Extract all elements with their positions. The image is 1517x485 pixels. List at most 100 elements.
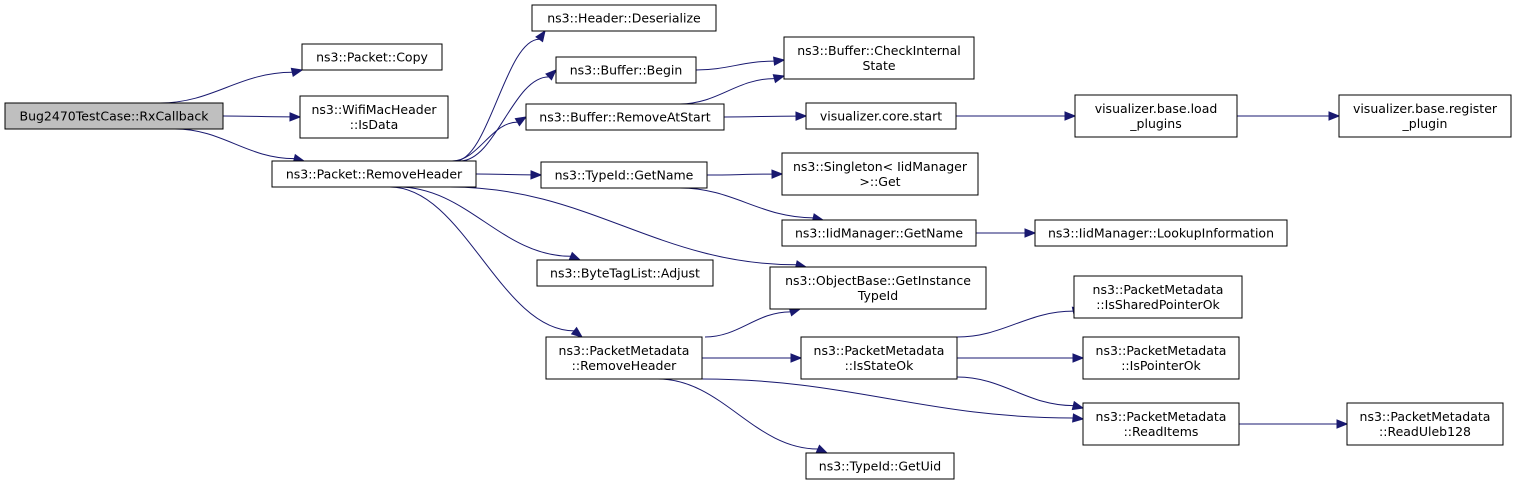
node-label: ::IsSharedPointerOk (1096, 297, 1220, 312)
edge-getname-to-singget (706, 169, 784, 179)
edge-arrowhead (815, 444, 829, 454)
graph-node-copy[interactable]: ns3::Packet::Copy (301, 43, 443, 71)
graph-node-regplug[interactable]: visualizer.base.register_plugin (1338, 94, 1512, 138)
graph-node-singget[interactable]: ns3::Singleton< IidManager>::Get (781, 152, 979, 196)
graph-node-deser[interactable]: ns3::Header::Deserialize (531, 4, 717, 32)
node-box (1074, 94, 1238, 138)
graph-node-shared[interactable]: ns3::PacketMetadata::IsSharedPointerOk (1073, 275, 1243, 319)
node-box (805, 452, 955, 480)
graph-node-remstart[interactable]: ns3::Buffer::RemoveAtStart (525, 103, 725, 131)
edge-pktrem-to-remstart (451, 116, 528, 162)
edge-arrowhead (795, 111, 808, 121)
node-label: ::IsData (350, 117, 398, 132)
graph-node-rx[interactable]: Bug2470TestCase::RxCallback (4, 102, 224, 130)
node-label: ns3::Buffer::CheckInternal (797, 43, 961, 58)
graph-node-pmrem[interactable]: ns3::PacketMetadata::RemoveHeader (545, 336, 703, 380)
edge-line (459, 76, 549, 162)
edge-pktrem-to-begin (459, 69, 557, 162)
node-box (536, 259, 714, 287)
edge-line (451, 121, 518, 162)
node-box (1034, 219, 1288, 247)
node-label: ns3::PacketMetadata (1093, 282, 1224, 297)
graph-node-iidname[interactable]: ns3::IidManager::GetName (781, 219, 977, 247)
edge-arrowhead (771, 169, 784, 179)
node-label: ns3::IidManager::LookupInformation (1048, 226, 1274, 241)
node-label: >::Get (859, 174, 900, 189)
node-label: visualizer.core.start (820, 109, 942, 124)
edge-pktrem-to-deser (454, 29, 546, 162)
node-label: ns3::Packet::RemoveHeader (286, 167, 463, 182)
edge-line (679, 78, 775, 105)
graph-node-pktrem[interactable]: ns3::Packet::RemoveHeader (271, 160, 477, 188)
edge-isstate-to-readitems (956, 376, 1085, 411)
node-label: ns3::PacketMetadata (1096, 343, 1227, 358)
node-box (555, 56, 697, 84)
edge-line (956, 376, 1074, 407)
edge-iidname-to-lookup (976, 228, 1037, 238)
node-label: Bug2470TestCase::RxCallback (20, 109, 210, 124)
graph-node-isdata[interactable]: ns3::WifiMacHeader::IsData (299, 95, 449, 139)
edge-arrowhead (1072, 413, 1085, 423)
edge-line (389, 186, 575, 332)
node-label: _plugin (1402, 116, 1448, 131)
graph-node-lookup[interactable]: ns3::IidManager::LookupInformation (1034, 219, 1288, 247)
edge-arrowhead (1064, 111, 1077, 121)
node-label: ::ReadUleb128 (1379, 424, 1471, 439)
edge-line (723, 115, 797, 118)
node-label: ns3::Singleton< IidManager (793, 159, 968, 174)
edge-pmrem-to-getuid (657, 378, 829, 454)
graph-node-uleb[interactable]: ns3::PacketMetadata::ReadUleb128 (1346, 402, 1504, 446)
edge-arrowhead (514, 116, 528, 127)
edge-line (159, 71, 293, 104)
node-box (301, 43, 443, 71)
edge-remstart-to-checkint (679, 74, 786, 105)
edge-rx-to-copy (159, 67, 304, 104)
node-box (1082, 402, 1240, 446)
edge-pktrem-to-getname (475, 170, 543, 180)
node-box (1082, 336, 1240, 380)
node-label: ns3::IidManager::GetName (795, 226, 963, 241)
edge-pmrem-to-getinst (704, 307, 802, 338)
edge-arrowhead (545, 69, 557, 81)
node-box (1346, 402, 1504, 446)
edge-begin-to-checkint (695, 56, 786, 71)
edge-line (449, 186, 797, 266)
node-box (540, 161, 708, 189)
graph-node-getname[interactable]: ns3::TypeId::GetName (540, 161, 708, 189)
edge-arrowhead (535, 29, 546, 43)
edge-line (956, 310, 1074, 338)
edge-readitems-to-uleb (1239, 419, 1349, 429)
node-label: ns3::WifiMacHeader (311, 102, 437, 117)
graph-node-isstate[interactable]: ns3::PacketMetadata::IsStateOk (800, 336, 958, 380)
graph-node-adjust[interactable]: ns3::ByteTagList::Adjust (536, 259, 714, 287)
edge-arrowhead (530, 170, 543, 180)
node-label: ns3::Header::Deserialize (547, 11, 701, 26)
graph-node-getuid[interactable]: ns3::TypeId::GetUid (805, 452, 955, 480)
edge-vstart-to-loadplug (956, 111, 1077, 121)
node-label: ns3::PacketMetadata (559, 343, 690, 358)
edge-arrowhead (570, 326, 584, 338)
node-label: ::IsPointerOk (1121, 358, 1201, 373)
graph-node-readitems[interactable]: ns3::PacketMetadata::ReadItems (1082, 402, 1240, 446)
edge-line (679, 187, 814, 219)
node-label: ::ReadItems (1124, 424, 1199, 439)
node-label: ::RemoveHeader (572, 358, 678, 373)
node-layer: Bug2470TestCase::RxCallbackns3::Packet::… (4, 4, 1512, 480)
edge-remstart-to-vstart (723, 111, 808, 121)
edge-line (704, 311, 791, 338)
node-label: TypeId (857, 288, 898, 303)
edge-pktrem-to-pmrem (389, 186, 584, 338)
graph-node-ptrok[interactable]: ns3::PacketMetadata::IsPointerOk (1082, 336, 1240, 380)
graph-node-vstart[interactable]: visualizer.core.start (805, 102, 957, 130)
edge-arrowhead (790, 353, 803, 363)
node-label: ns3::PacketMetadata (1360, 409, 1491, 424)
edge-line (657, 378, 818, 450)
node-box (805, 102, 957, 130)
node-box (525, 103, 725, 131)
graph-node-begin[interactable]: ns3::Buffer::Begin (555, 56, 697, 84)
node-label: ns3::Packet::Copy (316, 50, 428, 65)
graph-node-loadplug[interactable]: visualizer.base.load_plugins (1074, 94, 1238, 138)
node-box (781, 219, 977, 247)
